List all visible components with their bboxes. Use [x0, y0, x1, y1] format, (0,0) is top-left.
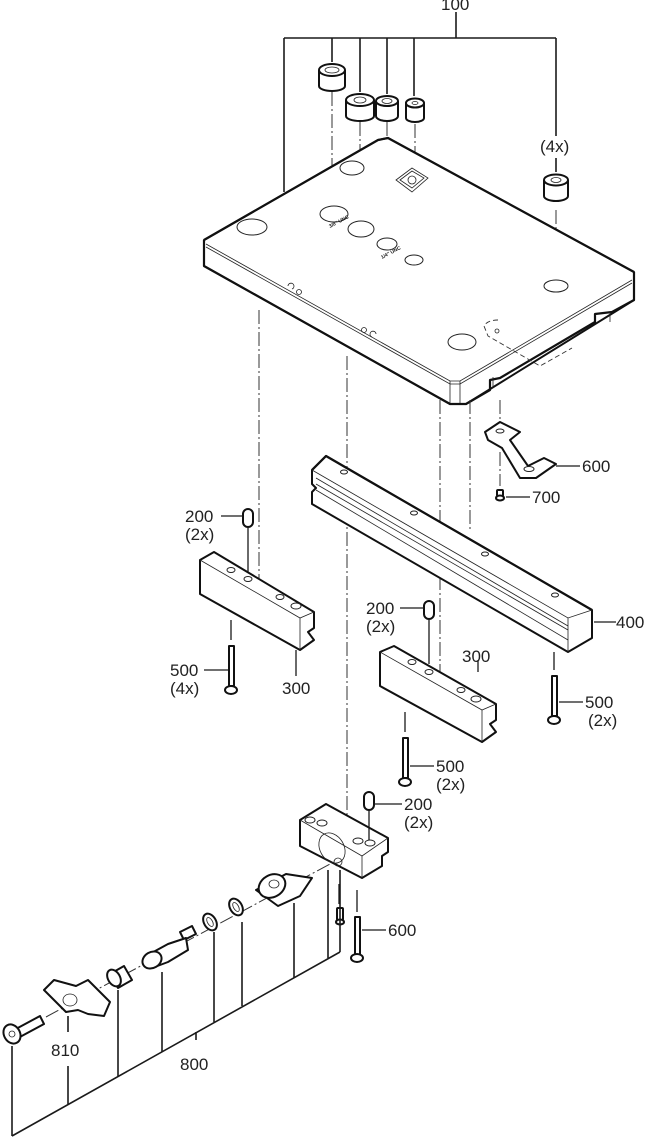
- callout-600-label: 600: [582, 457, 610, 476]
- knob-block: [299, 803, 389, 879]
- plate-hole: [447, 333, 477, 351]
- screw-500-right-block: [398, 737, 412, 787]
- callout-100-label: 100: [441, 0, 469, 14]
- screw-500-left: [224, 645, 238, 695]
- callout-200a-label: 200: [185, 507, 213, 526]
- clamp-block-300-left: [199, 551, 315, 651]
- callout-800-bracket: [11, 870, 341, 1137]
- bracket-600: [484, 421, 557, 479]
- callout-200b-label: 200: [366, 599, 394, 618]
- cam-sleeve: [255, 873, 313, 907]
- bushing-medium-2: [375, 95, 399, 122]
- bushing-medium-1: [345, 93, 375, 122]
- plate-hole: [543, 279, 569, 293]
- plate-hole: [319, 205, 349, 223]
- callout-300b-label: 300: [462, 647, 490, 666]
- spring-washer-1: [202, 912, 218, 932]
- knob-shaft: [141, 925, 197, 970]
- callout-800-label: 800: [180, 1055, 208, 1074]
- callout-300a-label: 300: [282, 679, 310, 698]
- screw-700: [495, 489, 505, 502]
- callout-200c-label: 200: [404, 795, 432, 814]
- hidden-bracket-outline: [483, 319, 573, 367]
- plate-hole: [347, 220, 375, 238]
- dowel-pin-200-left: [242, 508, 254, 528]
- callout-500a-label: 500: [170, 661, 198, 680]
- callout-200c-qty: (2x): [404, 813, 433, 832]
- dowel-pin-200-knob: [363, 791, 375, 811]
- callout-500b-qty: (2x): [588, 711, 617, 730]
- bushing-large: [318, 63, 346, 92]
- callout-200a-qty: (2x): [185, 525, 214, 544]
- callout-400-label: 400: [616, 613, 644, 632]
- callout-700-label: 700: [532, 488, 560, 507]
- plate-hole: [404, 254, 424, 266]
- nut: [106, 965, 133, 989]
- plate-hole: [376, 237, 398, 251]
- plate-logo-icon: [395, 167, 429, 193]
- callout-500b-label: 500: [585, 693, 613, 712]
- screw-500-knob-block: [350, 916, 364, 963]
- callout-200b-qty: (2x): [366, 617, 395, 636]
- bushing-4x: [543, 173, 569, 202]
- lock-symbols: [287, 282, 377, 338]
- cap-screw: [2, 1015, 45, 1045]
- callout-810-label: 810: [51, 1041, 79, 1060]
- screw-500-rail: [547, 675, 561, 725]
- wing-lever-810: [43, 979, 111, 1017]
- bushing-small: [405, 97, 425, 123]
- callout-500d-label: 600: [388, 921, 416, 940]
- callout-500c-qty: (2x): [436, 775, 465, 794]
- rail-400: [311, 454, 593, 653]
- plate-axes: [258, 310, 501, 820]
- callout-100-qty: (4x): [540, 137, 569, 156]
- dowel-pin-200-right: [423, 600, 435, 620]
- callout-500c-label: 500: [436, 757, 464, 776]
- base-plate: 3/8" UNC 1/4" UNC: [202, 136, 636, 406]
- plate-hole: [339, 160, 365, 176]
- plate-hole: [236, 218, 268, 236]
- callout-100-bracket: [283, 12, 557, 192]
- clamp-block-300-right: [379, 645, 497, 743]
- spring-washer-2: [228, 897, 244, 917]
- callout-500a-qty: (4x): [170, 679, 199, 698]
